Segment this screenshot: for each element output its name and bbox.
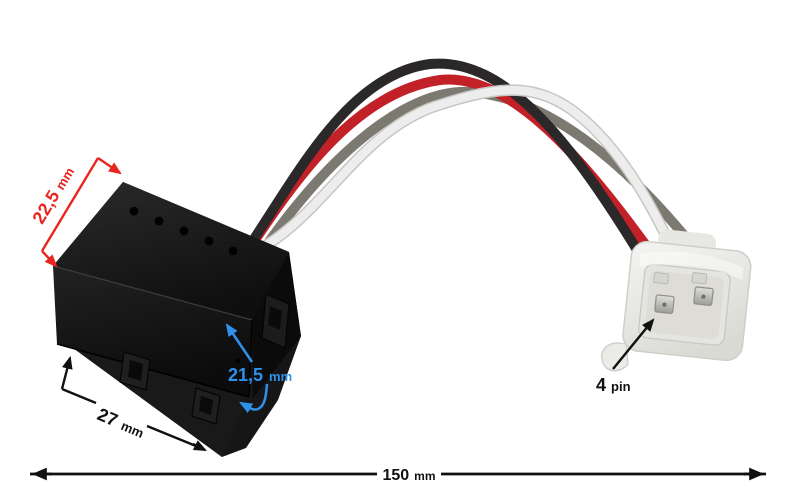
vent-hole — [204, 236, 214, 246]
connector-pins — [653, 272, 714, 314]
dimension-label-top-edge: 22,5mm — [28, 163, 78, 227]
dimension-arrow — [192, 440, 207, 452]
dimension-arrow — [239, 383, 269, 414]
pin-terminal-faint — [691, 272, 708, 285]
side-latch-slot — [268, 306, 282, 330]
pin-terminal-hole — [662, 302, 667, 307]
front-pin-hole — [235, 358, 241, 364]
pin-terminal-hole — [701, 294, 706, 299]
wire-harness — [236, 58, 705, 268]
pin-terminal-faint — [653, 272, 669, 285]
dimension-top-edge — [40, 157, 122, 268]
clip-tab-slot — [199, 396, 213, 415]
module-vent-holes — [129, 206, 238, 256]
module-edge-highlight — [52, 265, 253, 321]
connector-callout — [612, 318, 655, 370]
module-base-front — [57, 344, 249, 457]
dimension-arrow — [60, 355, 73, 390]
module-top-face — [53, 182, 289, 320]
dimension-line — [146, 424, 197, 448]
dimension-arrow — [97, 157, 122, 175]
vent-hole — [129, 206, 139, 216]
connector-latch — [600, 342, 629, 372]
wire-white — [237, 85, 683, 267]
vent-hole — [228, 246, 238, 256]
connector-sheen — [639, 251, 744, 280]
dimension-arrow — [225, 323, 254, 363]
module-base-step-edge — [56, 343, 250, 398]
dimension-bottom-depth — [60, 355, 207, 452]
dimension-label-bottom-depth: 27mm — [94, 404, 147, 442]
module-clips — [119, 293, 290, 425]
dimension-side-height — [225, 323, 269, 414]
callout-arrow — [612, 318, 655, 370]
vent-hole — [154, 216, 164, 226]
dimension-line — [61, 387, 97, 405]
module-front-face — [53, 266, 252, 397]
vent-hole — [179, 226, 189, 236]
dimension-arrow — [41, 250, 58, 268]
dimension-line — [40, 157, 100, 252]
wire-black — [247, 58, 647, 263]
connector-4pin — [600, 229, 752, 372]
clip-tab-slot — [128, 360, 143, 381]
